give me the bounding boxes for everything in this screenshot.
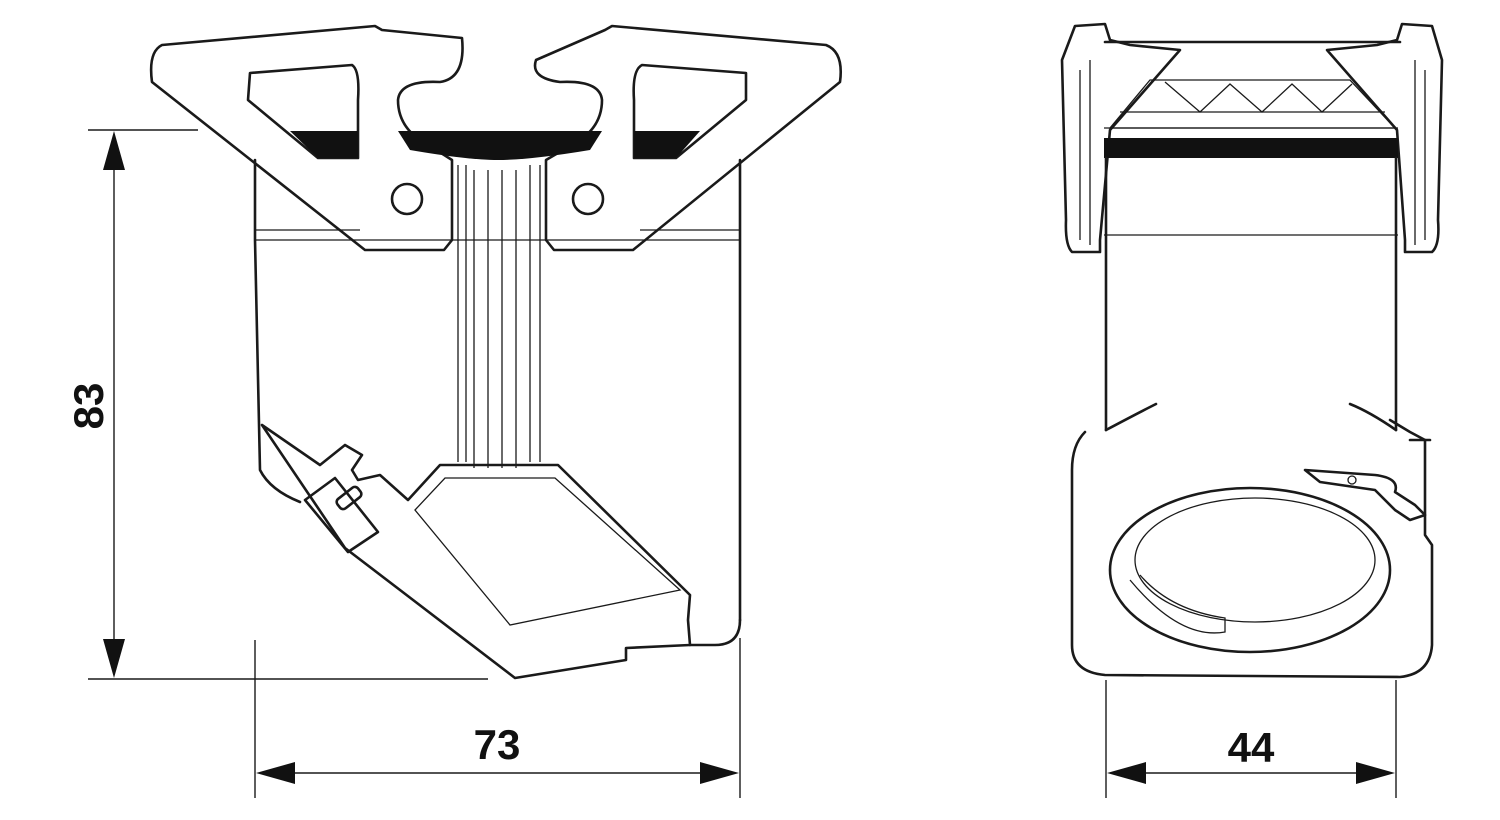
side-latch <box>1303 468 1427 522</box>
cable-opening-outer <box>1108 486 1392 654</box>
left-locking-lever <box>149 24 464 252</box>
height-dimension: 83 <box>65 129 488 680</box>
left-pivot-hole <box>390 182 424 216</box>
right-locking-lever <box>533 24 842 252</box>
height-dimension-label: 83 <box>65 383 112 430</box>
cable-opening-inner <box>1134 497 1376 623</box>
top-center-bar-fill <box>398 131 602 160</box>
front-width-dimension: 73 <box>254 638 741 798</box>
right-pivot-hole <box>571 182 605 216</box>
clip-slot <box>335 485 363 511</box>
front-width-dimension-label: 73 <box>474 721 521 768</box>
side-left-lever <box>1060 22 1182 254</box>
left-lever-slot-fill <box>290 131 358 158</box>
side-top-bar-fill <box>1104 138 1398 158</box>
right-lever-slot-fill <box>634 131 700 158</box>
side-width-dimension-label: 44 <box>1228 724 1275 771</box>
side-cable-boot <box>1070 402 1434 679</box>
side-view <box>1060 22 1444 679</box>
side-width-dimension: 44 <box>1105 680 1397 798</box>
cable-clip <box>303 476 380 554</box>
front-view <box>149 24 842 680</box>
side-right-lever <box>1325 22 1444 254</box>
angled-cable-entry <box>260 423 692 680</box>
housing-body <box>253 158 302 504</box>
